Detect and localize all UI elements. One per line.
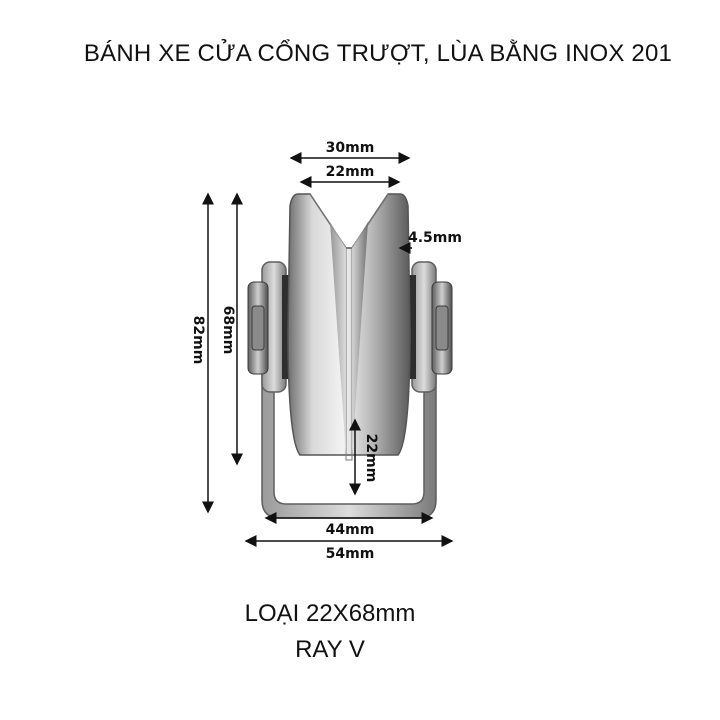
dimension-lines: [202, 152, 454, 547]
dim-height-wheel: 68mm: [220, 306, 236, 355]
product-title: BÁNH XE CỬA CỔNG TRƯỢT, LÙA BẰNG INOX 20…: [83, 40, 673, 67]
dim-top-inner: 22mm: [326, 164, 375, 180]
dim-bracket-outer: 54mm: [326, 546, 375, 562]
dim-bracket-inner: 44mm: [326, 522, 375, 538]
left-nut: [247, 281, 269, 375]
v-groove-wheel: [287, 193, 411, 461]
caption-type: LOẠI 22X68mm: [244, 600, 416, 627]
dim-height-total: 82mm: [190, 316, 206, 365]
right-nut: [431, 281, 453, 375]
dim-top-outer: 30mm: [326, 140, 375, 156]
caption-rail: RAY V: [295, 636, 365, 663]
dim-groove-depth: 22mm: [363, 434, 379, 483]
dim-flange: 4.5mm: [408, 230, 462, 246]
